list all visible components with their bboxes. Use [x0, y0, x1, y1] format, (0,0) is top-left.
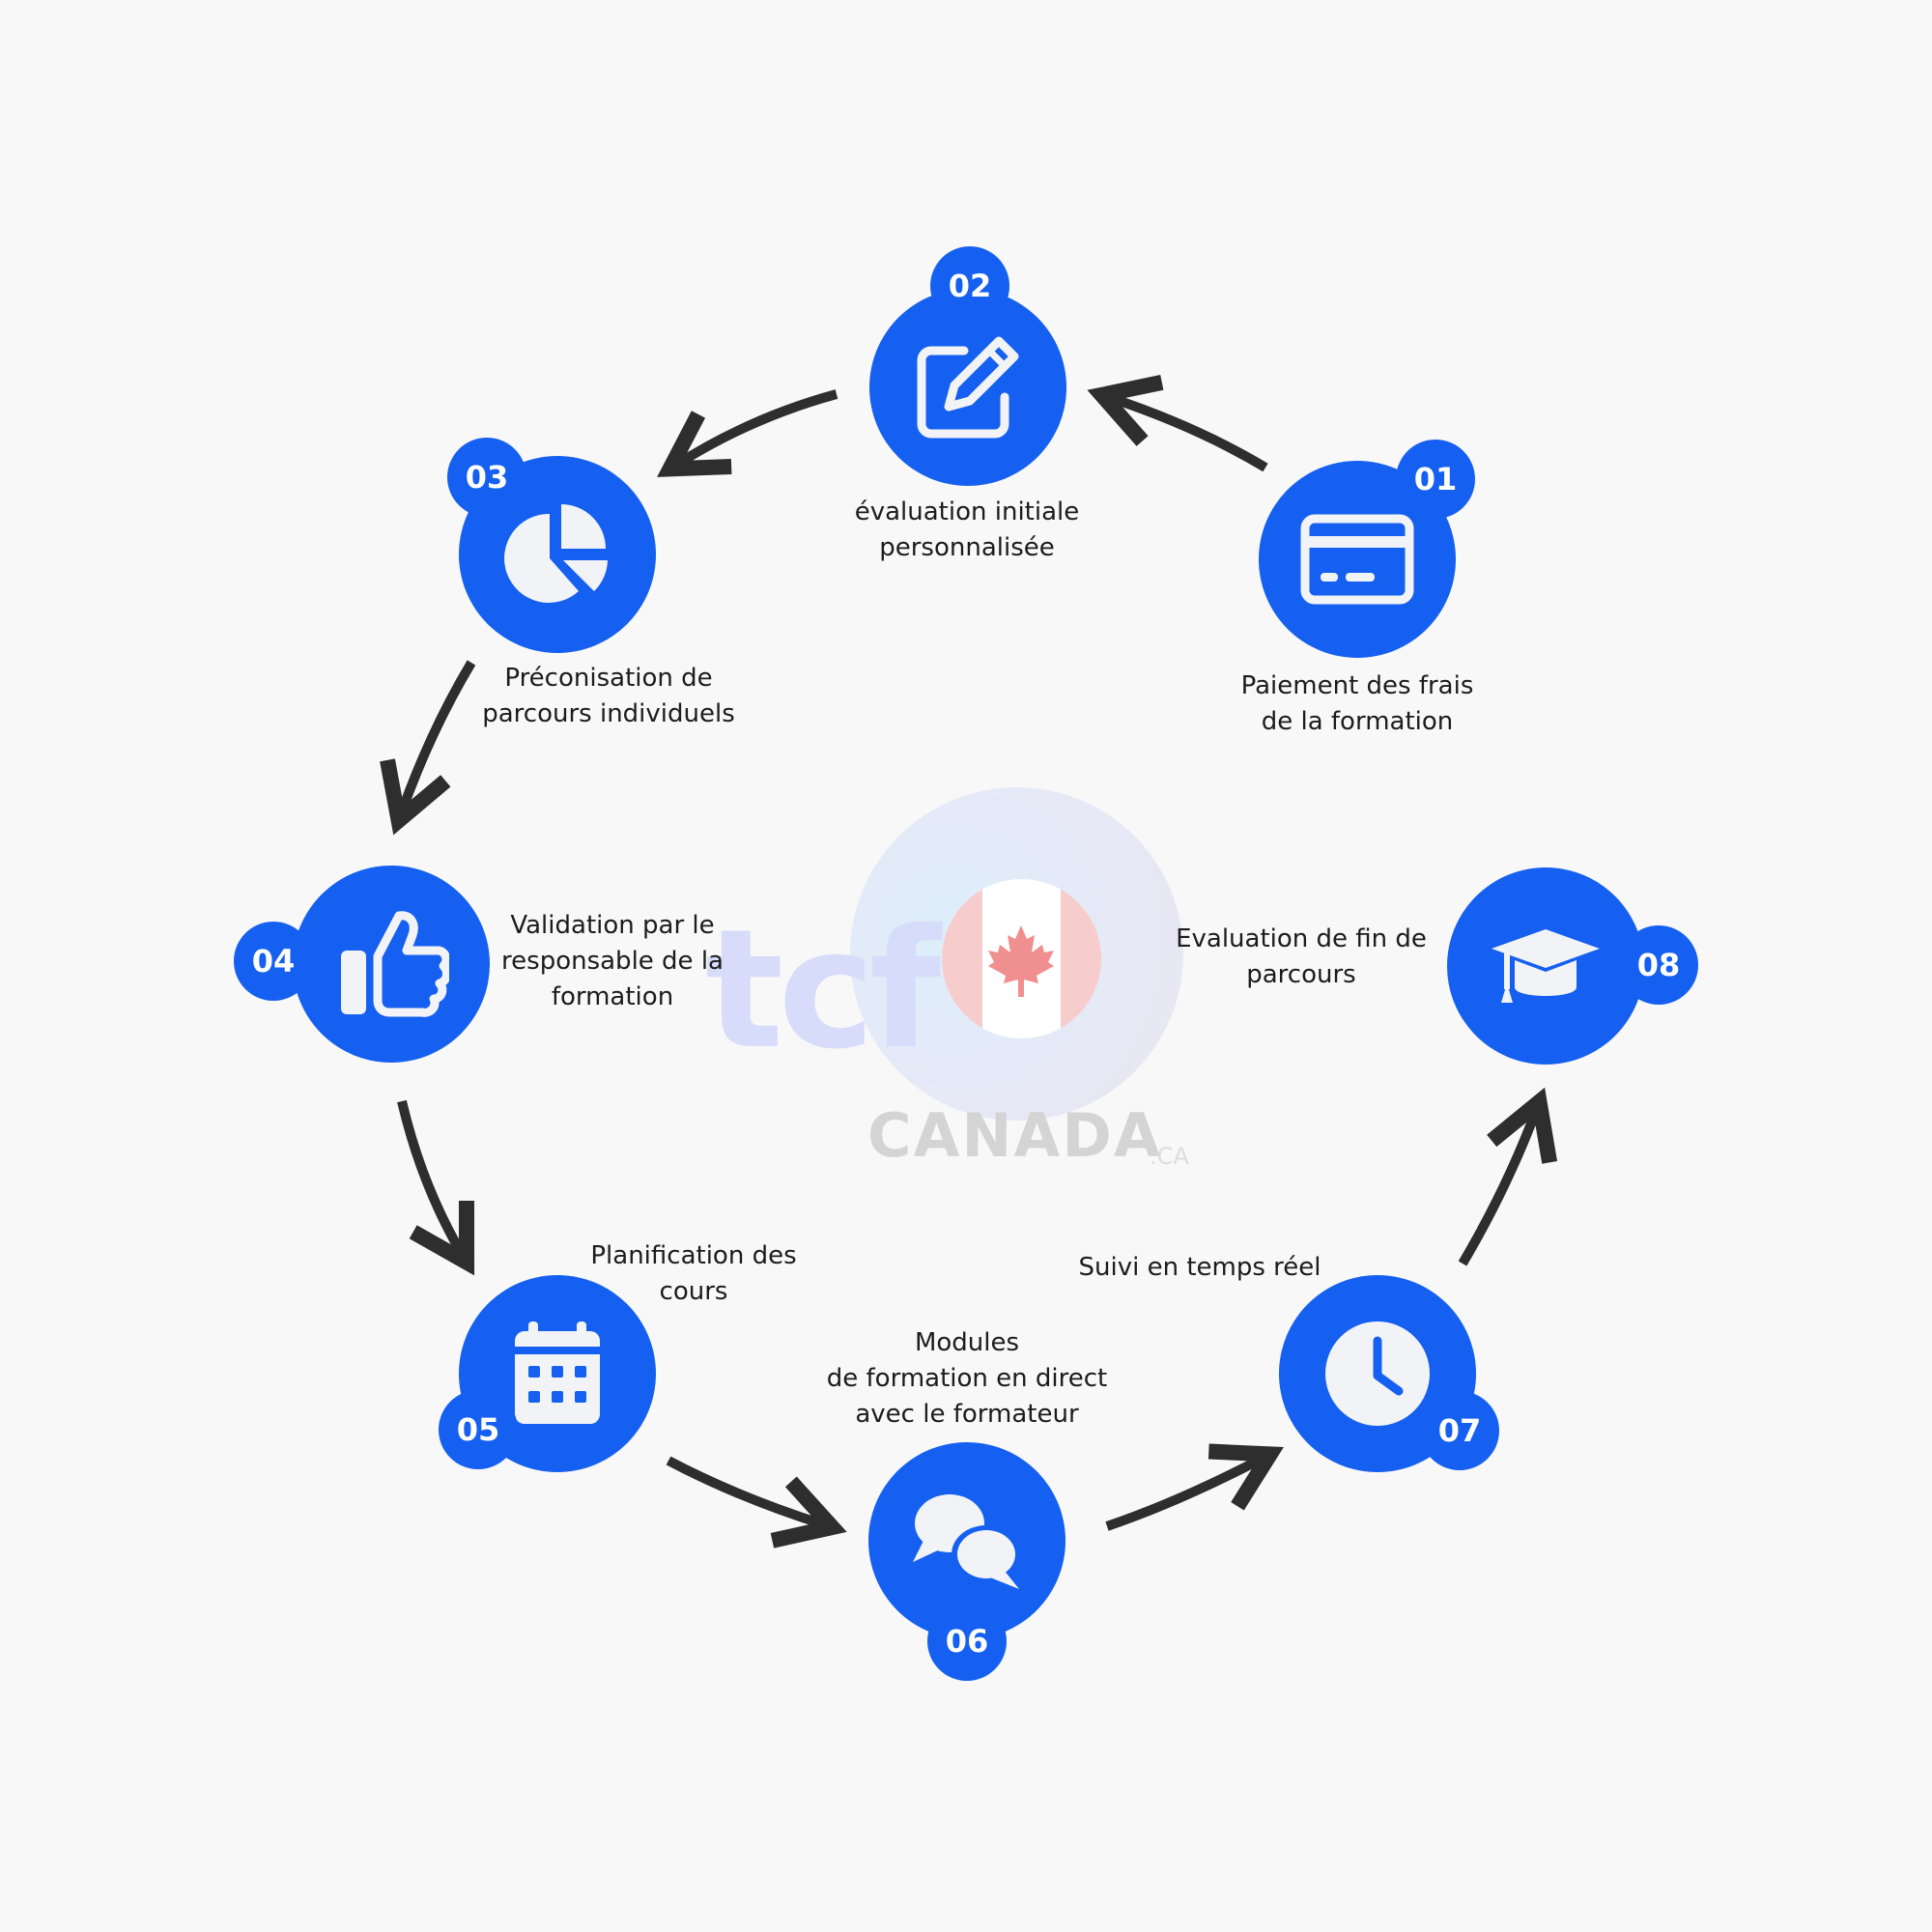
arrow-06-to-07 [1105, 1443, 1284, 1531]
step-07-label: Suivi en temps réel [1078, 1253, 1321, 1282]
step-08-label: Evaluation de fin de parcours [1176, 924, 1427, 989]
step-08-circle [1447, 867, 1644, 1065]
step-02-label: évaluation initiale personnalisée [854, 497, 1080, 562]
step-03-label: Préconisation de parcours individuels [482, 664, 735, 728]
step-07-badge: 07 [1420, 1391, 1499, 1470]
step-04-label: Validation par le responsable de la form… [501, 911, 724, 1011]
graduation-cap-icon [1488, 908, 1604, 1024]
step-03-badge: 03 [447, 438, 526, 517]
step-04-circle [293, 866, 490, 1063]
arrow-03-to-04 [380, 660, 476, 836]
step-05-label: Planification des cours [590, 1241, 797, 1306]
arrow-01-to-02 [1087, 375, 1268, 472]
arrow-05-to-06 [666, 1456, 847, 1548]
credit-card-icon [1299, 501, 1415, 617]
step-06-label: Modules de formation en direct avec le f… [826, 1328, 1108, 1429]
chat-bubbles-icon [909, 1483, 1025, 1599]
step-05-badge: 05 [439, 1390, 518, 1469]
edit-pencil-icon [910, 329, 1026, 445]
arrow-07-to-08 [1458, 1087, 1558, 1266]
step-08-badge: 08 [1619, 925, 1698, 1005]
clock-icon [1320, 1316, 1435, 1432]
arrow-02-to-03 [657, 389, 838, 477]
step-01-label: Paiement des frais de la formation [1240, 671, 1474, 736]
arrow-04-to-05 [397, 1099, 475, 1276]
step-06-badge: 06 [927, 1602, 1007, 1681]
step-06-circle [868, 1442, 1065, 1639]
calendar-icon [499, 1316, 615, 1432]
step-04-badge: 04 [234, 922, 313, 1001]
thumbs-up-icon [333, 906, 449, 1022]
step-01-badge: 01 [1396, 440, 1475, 519]
pie-chart-icon [499, 497, 615, 612]
tcf-canada-logo: tcf CANADA .CA [696, 773, 1198, 1179]
step-02-badge: 02 [930, 246, 1009, 326]
logo-canada-text: CANADA [867, 1100, 1162, 1171]
canada-flag-icon [942, 879, 1101, 1038]
logo-ca-suffix: .CA [1150, 1143, 1189, 1170]
logo-tcf-text: tcf [705, 895, 941, 1086]
